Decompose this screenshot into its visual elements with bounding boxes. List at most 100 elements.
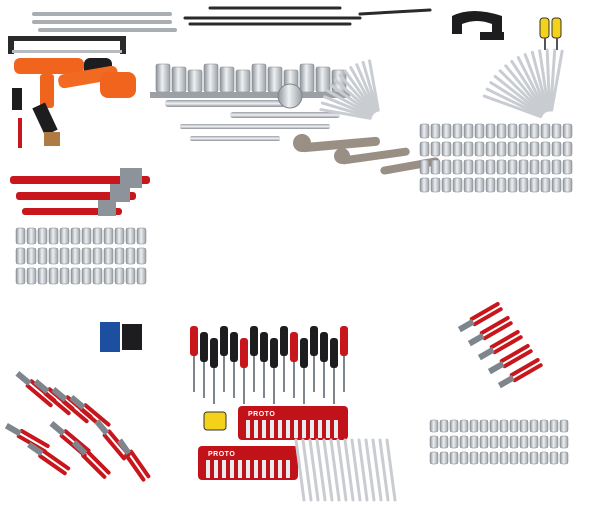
screwdriver-handle: [210, 338, 218, 368]
punch-set: [183, 6, 432, 26]
socket: [518, 141, 529, 157]
socket: [474, 141, 485, 157]
pliers-handle: [129, 449, 151, 479]
pliers-jaw: [49, 421, 66, 436]
socket: [203, 63, 219, 93]
screwdriver-shaft: [323, 362, 325, 398]
wrench: [364, 438, 376, 502]
pliers-bottom-left: [4, 419, 151, 482]
pliers-handle: [472, 307, 503, 327]
wrench: [343, 438, 355, 502]
socket: [48, 267, 59, 285]
pouch-wrench: [262, 460, 266, 478]
pliers: [4, 423, 50, 454]
socket: [419, 159, 430, 175]
pliers: [497, 358, 543, 389]
socket: [518, 159, 529, 175]
wrench: [530, 50, 549, 112]
socket: [81, 267, 92, 285]
wrench: [301, 438, 313, 502]
pouch-wrench: [278, 420, 282, 438]
pipe-wrenches: [10, 168, 150, 216]
wrench: [510, 59, 547, 114]
screwdriver-set: [190, 326, 348, 404]
socket: [114, 267, 125, 285]
pliers-handle: [81, 453, 107, 479]
socket: [549, 435, 559, 449]
pliers-jaw: [117, 438, 132, 456]
combination-wrench-fan-right: [482, 48, 564, 119]
socket: [540, 177, 551, 193]
wrench: [493, 74, 544, 116]
socket: [441, 177, 452, 193]
socket: [136, 247, 147, 265]
pliers-jaw: [4, 423, 22, 437]
socket: [430, 159, 441, 175]
socket-set-bottom-right: [429, 419, 569, 465]
socket: [529, 435, 539, 449]
pouch-wrench: [326, 420, 330, 438]
socket: [496, 141, 507, 157]
socket: [114, 227, 125, 245]
socket: [469, 435, 479, 449]
screwdriver-shaft: [263, 362, 265, 398]
socket: [559, 419, 569, 433]
pliers-handle: [499, 344, 530, 363]
socket: [441, 159, 452, 175]
pliers-handle: [479, 316, 510, 335]
pliers-handle: [63, 429, 91, 453]
socket-rail-top: [150, 92, 350, 98]
socket: [452, 141, 463, 157]
pouch-wrench: [238, 460, 242, 478]
socket: [429, 435, 439, 449]
socket: [507, 141, 518, 157]
socket: [59, 267, 70, 285]
wrench: [523, 53, 548, 113]
screwdriver-shaft: [253, 356, 255, 392]
c-clamp-vise: [452, 11, 504, 40]
socket: [549, 419, 559, 433]
socket: [235, 69, 251, 93]
pliers-jaw: [15, 371, 32, 386]
socket: [37, 227, 48, 245]
socket: [529, 419, 539, 433]
socket: [529, 123, 540, 139]
wrench-pouch-2: PROTO: [198, 446, 298, 480]
socket: [429, 451, 439, 465]
socket: [439, 419, 449, 433]
socket: [463, 159, 474, 175]
socket: [136, 267, 147, 285]
wrench: [308, 438, 320, 502]
socket: [125, 247, 136, 265]
socket: [114, 247, 125, 265]
socket: [430, 177, 441, 193]
socket: [59, 247, 70, 265]
tape-measure: [203, 411, 227, 431]
pliers-handle: [19, 429, 50, 448]
socket: [441, 123, 452, 139]
socket: [479, 451, 489, 465]
screwdriver-handle: [280, 326, 288, 356]
wrench: [538, 49, 551, 112]
socket: [103, 267, 114, 285]
pouch-wrench: [254, 420, 258, 438]
socket: [81, 227, 92, 245]
wrench: [504, 64, 546, 114]
socket: [459, 451, 469, 465]
pouch-brand-1: PROTO: [248, 411, 275, 418]
wrench: [545, 48, 552, 112]
pliers-jaw: [477, 347, 495, 361]
wrench: [371, 438, 383, 502]
socket: [15, 247, 26, 265]
adjustable-wrenches: [293, 134, 440, 175]
socket: [419, 141, 430, 157]
socket: [26, 247, 37, 265]
socket: [551, 141, 562, 157]
socket: [59, 227, 70, 245]
screwdriver-handle: [290, 332, 298, 362]
pliers-handle: [83, 403, 111, 427]
socket: [551, 159, 562, 175]
socket: [155, 63, 171, 93]
pliers-jaw: [51, 387, 68, 402]
